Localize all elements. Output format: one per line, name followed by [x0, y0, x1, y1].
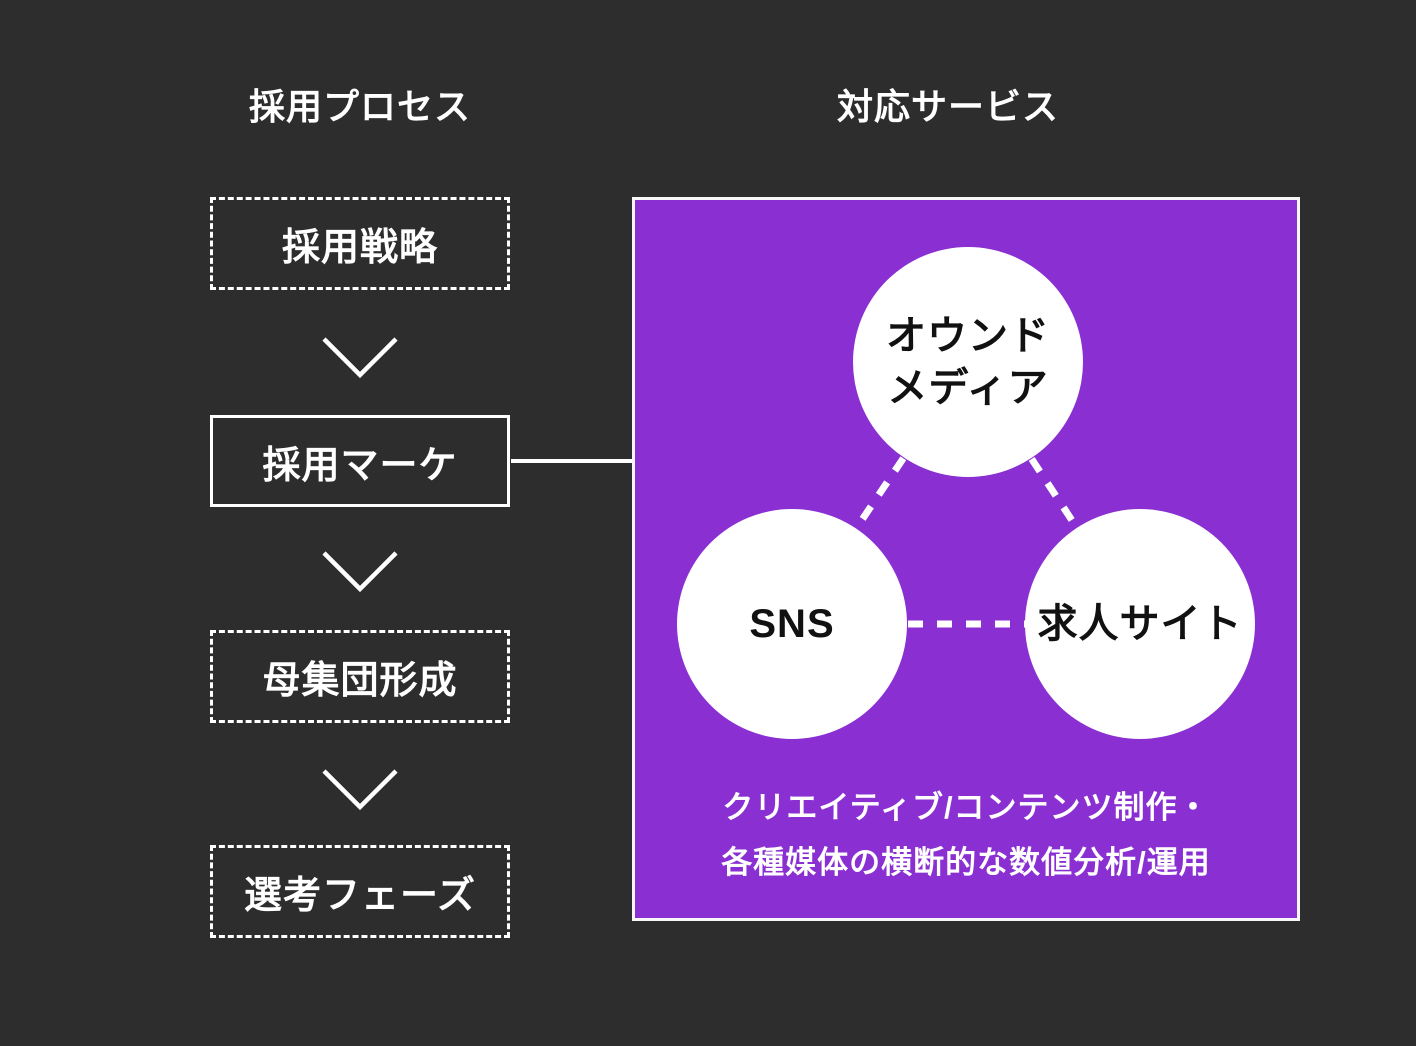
- services-caption-line2: 各種媒体の横断的な数値分析/運用: [721, 845, 1211, 880]
- sns-bubble: SNS: [677, 509, 907, 739]
- chevron-down-icon: [322, 551, 398, 593]
- process-step-label: 採用戦略: [281, 227, 438, 269]
- services-header: 対応サービス: [836, 86, 1059, 127]
- marketing-to-services-connector: [511, 459, 633, 463]
- bubble-label-line: オウンド: [886, 314, 1050, 358]
- job-site-bubble: 求人サイト: [1025, 509, 1255, 739]
- bubble-label-line: 求人サイト: [1037, 602, 1243, 646]
- chevron-down-icon: [322, 769, 398, 811]
- process-step-pool: 母集団形成: [210, 630, 510, 723]
- process-step-label: 採用マーケ: [262, 444, 458, 487]
- process-step-label: 選考フェーズ: [243, 875, 477, 917]
- bubble-label-line: メディア: [887, 366, 1049, 410]
- process-step-marketing: 採用マーケ: [210, 415, 510, 507]
- chevron-down-icon: [322, 337, 398, 379]
- owned-media-bubble: オウンド メディア: [853, 247, 1083, 477]
- process-step-strategy: 採用戦略: [210, 197, 510, 290]
- process-step-label: 母集団形成: [262, 660, 458, 702]
- services-caption: クリエイティブ/コンテンツ制作・ 各種媒体の横断的な数値分析/運用: [635, 780, 1297, 890]
- bubble-label-line: SNS: [749, 602, 835, 646]
- process-step-selection: 選考フェーズ: [210, 845, 510, 938]
- services-panel: オウンド メディア SNS 求人サイト クリエイティブ/コンテンツ制作・ 各種媒…: [632, 197, 1300, 921]
- services-caption-line1: クリエイティブ/コンテンツ制作・: [722, 790, 1210, 825]
- recruitment-process-header: 採用プロセス: [248, 86, 471, 127]
